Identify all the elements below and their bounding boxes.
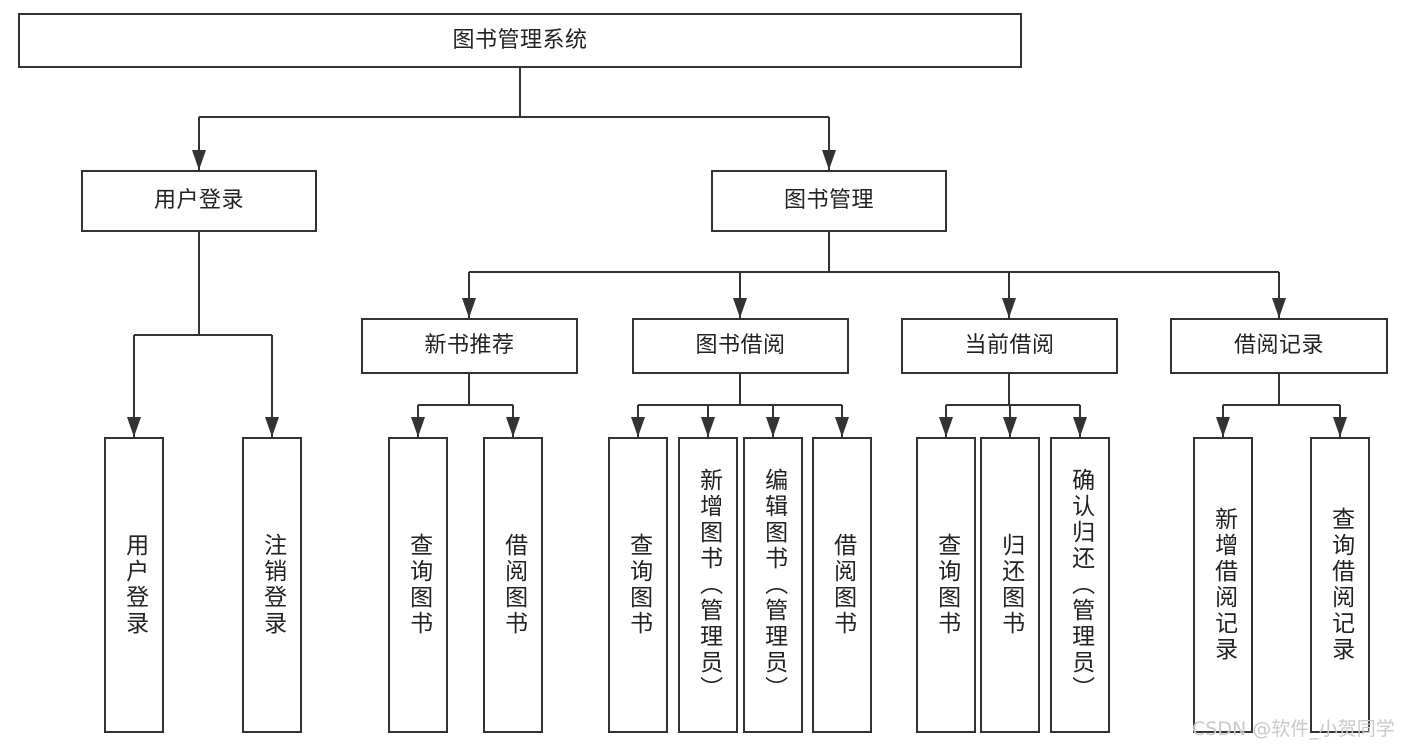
arrow-head-book-manage-to-level3-0 [462,298,476,318]
node-label-leaf-query-book-1: 查询图书 [405,533,432,637]
node-label-current-borrow: 当前借阅 [964,333,1055,359]
node-label-leaf-add-record: 新增借阅记录 [1210,507,1237,663]
node-leaf-borrow-book-2[interactable]: 借阅图书 [812,437,872,733]
node-leaf-logout[interactable]: 注销登录 [242,437,302,733]
node-user-login[interactable]: 用户登录 [81,170,317,232]
arrow-head-book-manage-to-level3-1 [733,298,747,318]
node-label-leaf-borrow-book-2: 借阅图书 [829,533,856,637]
arrow-head-current-borrow-to-leaves-1 [1003,417,1017,437]
node-label-book-manage: 图书管理 [783,188,874,214]
arrow-head-book-manage-to-level3-3 [1272,298,1286,318]
node-label-user-login: 用户登录 [153,188,244,214]
node-new-book-rec[interactable]: 新书推荐 [361,318,578,374]
node-leaf-query-book-2[interactable]: 查询图书 [608,437,668,733]
node-label-leaf-query-book-3: 查询图书 [933,533,960,637]
arrow-head-user-login-to-leaves-0 [127,417,141,437]
arrow-head-new-book-rec-to-leaves-1 [506,417,520,437]
node-label-leaf-borrow-book-1: 借阅图书 [500,533,527,637]
node-label-book-borrow: 图书借阅 [695,333,786,359]
arrow-head-root-to-level2-1 [822,150,836,170]
node-leaf-query-book-3[interactable]: 查询图书 [916,437,976,733]
arrow-head-current-borrow-to-leaves-0 [939,417,953,437]
node-label-leaf-query-book-2: 查询图书 [625,533,652,637]
node-leaf-add-record[interactable]: 新增借阅记录 [1193,437,1253,733]
node-leaf-confirm-return[interactable]: 确认归还（管理员） [1050,437,1110,733]
node-label-leaf-user-login: 用户登录 [121,533,148,637]
arrow-head-root-to-level2-0 [192,150,206,170]
node-leaf-query-book-1[interactable]: 查询图书 [388,437,448,733]
node-book-borrow[interactable]: 图书借阅 [632,318,849,374]
node-leaf-borrow-book-1[interactable]: 借阅图书 [483,437,543,733]
node-current-borrow[interactable]: 当前借阅 [901,318,1118,374]
arrow-head-book-borrow-to-leaves-3 [835,417,849,437]
arrow-head-borrow-record-to-leaves-0 [1216,417,1230,437]
arrow-head-book-borrow-to-leaves-2 [766,417,780,437]
node-label-leaf-logout: 注销登录 [259,533,286,637]
node-leaf-query-record[interactable]: 查询借阅记录 [1310,437,1370,733]
node-label-leaf-query-record: 查询借阅记录 [1327,507,1354,663]
arrow-head-user-login-to-leaves-1 [265,417,279,437]
node-borrow-record[interactable]: 借阅记录 [1170,318,1388,374]
arrow-head-new-book-rec-to-leaves-0 [411,417,425,437]
node-label-leaf-add-book: 新增图书（管理员） [695,468,722,702]
arrow-head-book-manage-to-level3-2 [1002,298,1016,318]
node-root[interactable]: 图书管理系统 [18,13,1022,68]
node-leaf-add-book[interactable]: 新增图书（管理员） [678,437,738,733]
arrow-head-book-borrow-to-leaves-0 [631,417,645,437]
node-leaf-edit-book[interactable]: 编辑图书（管理员） [743,437,803,733]
node-label-leaf-return-book: 归还图书 [997,533,1024,637]
node-leaf-user-login[interactable]: 用户登录 [104,437,164,733]
node-book-manage[interactable]: 图书管理 [711,170,947,232]
node-label-new-book-rec: 新书推荐 [424,333,515,359]
arrow-head-book-borrow-to-leaves-1 [701,417,715,437]
node-leaf-return-book[interactable]: 归还图书 [980,437,1040,733]
arrow-head-current-borrow-to-leaves-2 [1073,417,1087,437]
node-label-leaf-edit-book: 编辑图书（管理员） [760,468,787,702]
node-label-leaf-confirm-return: 确认归还（管理员） [1067,468,1094,702]
node-label-root: 图书管理系统 [452,27,588,53]
node-label-borrow-record: 借阅记录 [1233,333,1324,359]
arrow-head-borrow-record-to-leaves-1 [1333,417,1347,437]
